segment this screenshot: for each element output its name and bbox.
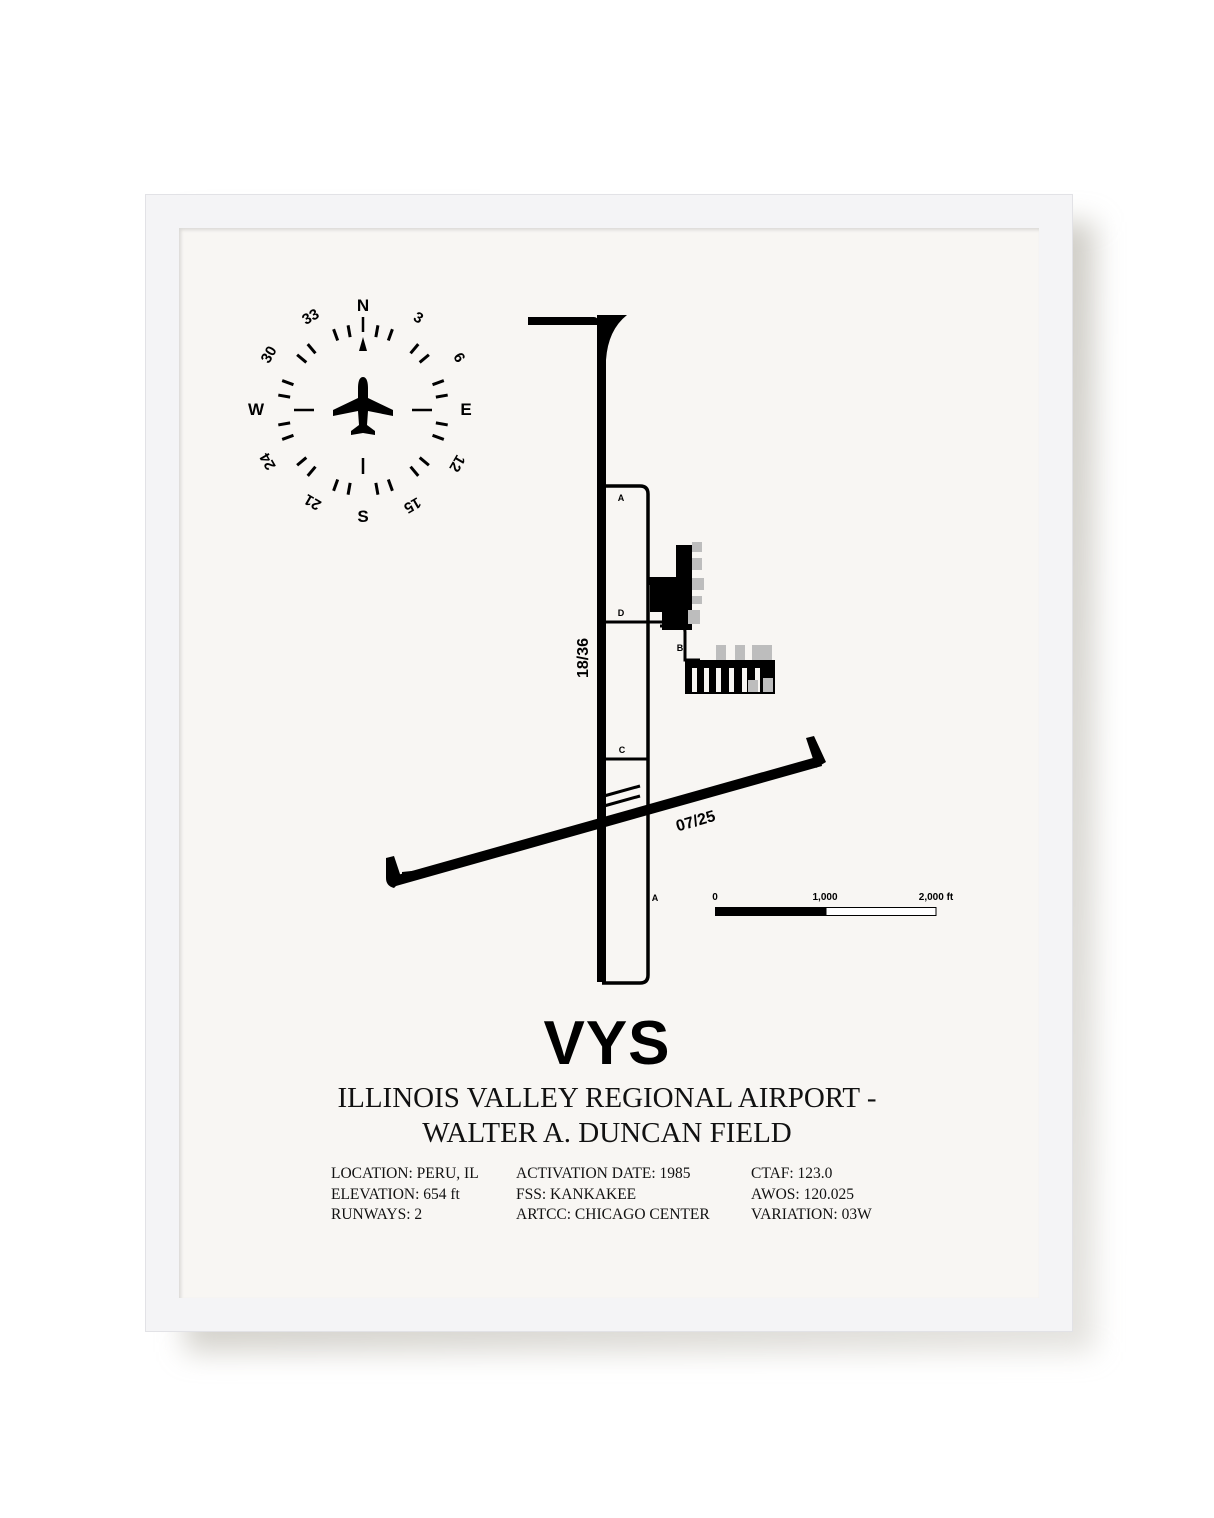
runway-07-blastpad [402, 868, 440, 880]
info-awos: AWOS: 120.025 [751, 1185, 854, 1203]
building [688, 610, 700, 624]
compass-tick [296, 456, 308, 467]
compass-e-label: E [460, 400, 471, 419]
compass-tick [432, 433, 445, 441]
airport-diagram: 18/36 07/25 A D B C A [386, 315, 826, 985]
runway-36-threshold [528, 317, 598, 325]
info-artcc: ARTCC: CHICAGO CENTER [516, 1206, 710, 1223]
taxiway-label-a-south: A [652, 893, 659, 903]
compass-tick [418, 456, 430, 467]
compass-tick [432, 379, 445, 387]
compass-label-24: 24 [256, 449, 279, 473]
scale-bar-empty [825, 907, 937, 916]
scale-bar-filled [715, 907, 826, 916]
compass-tick [346, 482, 352, 495]
compass-ticks [278, 325, 448, 495]
compass-tick [278, 393, 291, 399]
compass-tick [332, 328, 340, 341]
scale-label-0: 0 [712, 892, 718, 903]
picture-frame [145, 194, 1073, 1332]
compass-label-3: 3 [410, 309, 426, 328]
compass-tick [374, 482, 380, 495]
compass-tick [418, 353, 430, 364]
info-variation: VARIATION: 03W [751, 1206, 872, 1223]
info-column-2: ACTIVATION DATE: 1985 FSS: KANKAKEE ARTC… [516, 1164, 710, 1226]
poster-paper [179, 228, 1039, 1298]
building [716, 645, 726, 660]
compass-tick [306, 465, 317, 477]
compass-tick [386, 479, 394, 492]
airport-name-line-2: WALTER A. DUNCAN FIELD [422, 1117, 792, 1149]
airport-code: VYS [543, 1009, 671, 1078]
info-activation-date: ACTIVATION DATE: 1985 [516, 1165, 691, 1182]
building [692, 578, 704, 590]
compass-tick [278, 421, 291, 427]
terminal-apron [648, 545, 692, 630]
compass-tick [386, 328, 394, 341]
compass-rose: N E S W 3 6 12 15 21 24 30 33 [248, 296, 472, 526]
compass-tick [374, 325, 380, 338]
compass-label-21: 21 [301, 490, 324, 513]
scale-bar: 0 1,000 2,000 ft [712, 892, 954, 916]
building [762, 645, 772, 660]
hangar-gap [742, 668, 747, 692]
info-column-1: LOCATION: PERU, IL ELEVATION: 654 ft RUN… [331, 1164, 479, 1226]
compass-tick [409, 465, 420, 477]
compass-tick [281, 379, 294, 387]
compass-w-label: W [248, 400, 265, 419]
scale-label-2000: 2,000 ft [919, 892, 954, 903]
compass-tick [296, 353, 308, 364]
compass-label-15: 15 [401, 493, 424, 516]
compass-s-label: S [357, 507, 368, 526]
runway-25-threshold [806, 736, 826, 768]
info-runways: RUNWAYS: 2 [331, 1206, 423, 1223]
building [763, 678, 773, 692]
runway-18-36 [597, 315, 627, 982]
runway-07-threshold [386, 856, 402, 888]
compass-label-12: 12 [445, 452, 468, 475]
scale-label-1000: 1,000 [812, 892, 837, 903]
compass-n-label: N [357, 296, 369, 315]
runway-07-25 [394, 756, 822, 886]
taxiway-label-b: B [677, 643, 684, 653]
hangar-gap [692, 668, 697, 692]
airplane-icon [333, 377, 393, 435]
hangar-gap [729, 668, 734, 692]
info-fss: FSS: KANKAKEE [516, 1185, 637, 1203]
hangar-gap [704, 668, 709, 692]
runway-label-07-25: 07/25 [674, 808, 717, 835]
compass-tick [435, 421, 448, 427]
building [748, 680, 758, 692]
compass-tick [435, 393, 448, 399]
compass-tick [281, 433, 294, 441]
north-pointer-icon [359, 337, 367, 351]
runway-label-18-36: 18/36 [575, 638, 592, 678]
building [735, 645, 745, 660]
angled-connector-2 [603, 794, 641, 808]
info-location: LOCATION: PERU, IL [331, 1165, 479, 1182]
hangar-gap [716, 668, 721, 692]
info-ctaf: CTAF: 123.0 [751, 1165, 833, 1182]
compass-label-30: 30 [258, 343, 281, 366]
info-elevation: ELEVATION: 654 ft [331, 1185, 460, 1203]
compass-tick [306, 343, 317, 355]
building [692, 542, 702, 552]
info-column-3: CTAF: 123.0 AWOS: 120.025 VARIATION: 03W [751, 1164, 872, 1226]
building [692, 596, 702, 604]
angled-connector-1 [603, 784, 641, 798]
compass-label-33: 33 [299, 306, 322, 329]
taxiway-label-c: C [619, 745, 626, 755]
building [752, 645, 762, 660]
compass-label-6: 6 [449, 350, 468, 366]
compass-tick [332, 479, 340, 492]
compass-tick [346, 325, 352, 338]
compass-tick [409, 343, 420, 355]
airport-name-line-1: ILLINOIS VALLEY REGIONAL AIRPORT - [337, 1082, 877, 1114]
taxiway-label-a-north: A [618, 493, 625, 503]
building [692, 558, 702, 570]
taxiway-a-parallel [602, 484, 650, 985]
taxiway-label-d: D [618, 608, 625, 618]
runway-25-blastpad [780, 758, 818, 770]
